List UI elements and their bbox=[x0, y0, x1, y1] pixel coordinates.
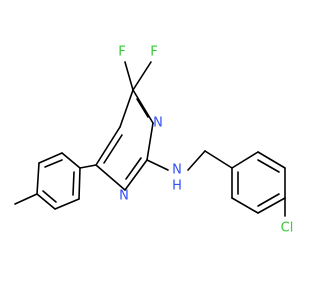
ring-nitrogen-label-upper: N bbox=[153, 116, 163, 131]
bond-tol-3 bbox=[36, 162, 40, 195]
bond-n3-c2 bbox=[146, 122, 154, 161]
bond-tol-5 bbox=[54, 198, 80, 210]
amine-nitrogen-label: N bbox=[172, 163, 182, 178]
bond-tol-6-inner bbox=[72, 171, 75, 196]
bond-chf2-f-left bbox=[124, 61, 134, 91]
fluorine-label-right: F bbox=[150, 45, 157, 60]
bond-n1-c6 bbox=[95, 164, 126, 191]
bond-tol-1 bbox=[61, 152, 81, 169]
bond-ch2-aryl bbox=[204, 150, 233, 169]
bond-c2-n1-inner bbox=[125, 157, 142, 180]
bond-c4-n3 bbox=[132, 89, 154, 124]
bond-cp-4-inner bbox=[257, 193, 280, 207]
bond-tol-2-inner bbox=[44, 159, 63, 168]
bond-cp-2 bbox=[257, 151, 286, 169]
amine-hydrogen-label: H bbox=[172, 179, 182, 194]
bond-tol-6 bbox=[78, 167, 81, 200]
bond-tol-methyl bbox=[14, 193, 38, 205]
fluorine-label-left: F bbox=[118, 45, 125, 60]
bond-c6-tolyl bbox=[79, 164, 97, 169]
bond-c6-c5-inner bbox=[103, 134, 123, 164]
bond-cp-1 bbox=[231, 151, 259, 169]
bond-cp-5 bbox=[231, 197, 259, 214]
bond-cp-4 bbox=[257, 197, 286, 214]
bond-c4-n3-inner bbox=[136, 98, 149, 118]
bond-cp-2-inner bbox=[257, 159, 280, 173]
chlorine-label: Cl bbox=[281, 221, 294, 236]
molecule-structure: F F N N N H Cl bbox=[14, 45, 294, 236]
bond-c2-n1 bbox=[124, 159, 148, 191]
bond-tol-2 bbox=[38, 152, 63, 164]
bond-chf2-f-right bbox=[132, 61, 152, 91]
bond-ring-chf2 bbox=[119, 89, 134, 128]
bond-tol-4 bbox=[36, 193, 56, 210]
ring-nitrogen-label-lower: N bbox=[119, 189, 129, 204]
bond-c2-nh bbox=[146, 159, 169, 171]
bond-c6-c5 bbox=[95, 126, 121, 166]
bond-nh-ch2 bbox=[187, 150, 206, 171]
bond-tol-4-inner bbox=[42, 190, 57, 203]
